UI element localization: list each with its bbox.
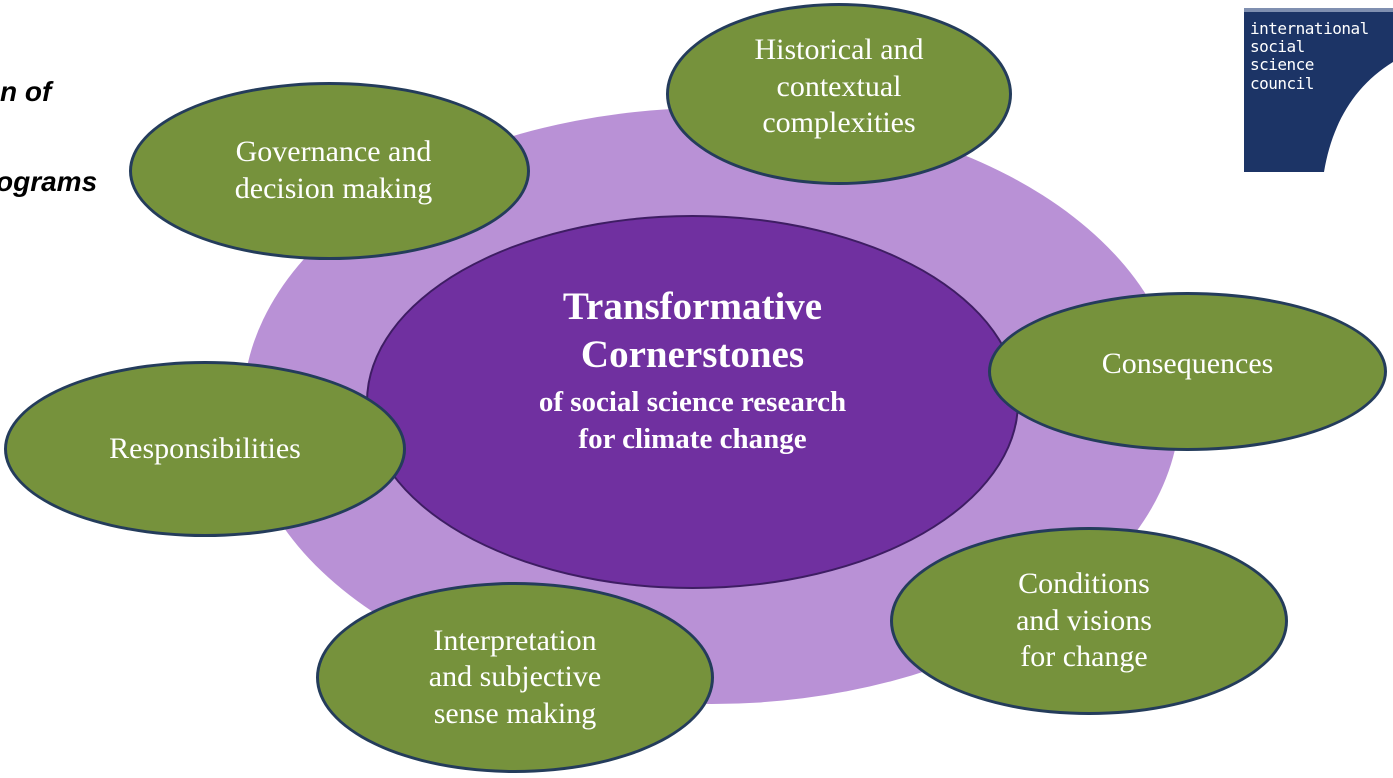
cropped-text-line-2: programs — [0, 166, 98, 197]
node-historical-complexities: Historical and contextual complexities — [666, 3, 1012, 185]
node-interpretation-label: Interpretation and subjective sense maki… — [428, 623, 602, 730]
node-governance: Governance and decision making — [129, 82, 530, 260]
node-consequences: Consequences — [988, 292, 1387, 451]
logo-text: international social science council — [1250, 19, 1369, 93]
center-subtitle-line-1: of social science research — [538, 385, 847, 418]
node-historical-label: Historical and contextual complexities — [754, 33, 924, 140]
node-consequences-label: Consequences — [1101, 347, 1274, 381]
cropped-text-line-1: n of — [0, 76, 52, 107]
center-subtitle-line-2: for climate change — [578, 423, 807, 456]
issc-logo: international social science council — [1244, 0, 1393, 172]
center-title-line-1: Transformative — [562, 285, 823, 328]
cropped-side-text: n of programs — [0, 0, 180, 258]
node-interpretation: Interpretation and subjective sense maki… — [316, 582, 714, 773]
node-responsibilities-label: Responsibilities — [109, 431, 301, 465]
node-responsibilities: Responsibilities — [4, 361, 406, 537]
center-title-line-2: Cornerstones — [580, 333, 805, 377]
node-conditions-label: Conditions and visions for change — [1016, 567, 1152, 674]
node-governance-label: Governance and decision making — [234, 135, 433, 205]
node-conditions: Conditions and visions for change — [890, 527, 1288, 715]
logo-background-shape — [1244, 0, 1393, 172]
center-label: Transformative Cornerstones of social sc… — [366, 283, 1019, 459]
cropped-text-top — [0, 0, 180, 78]
